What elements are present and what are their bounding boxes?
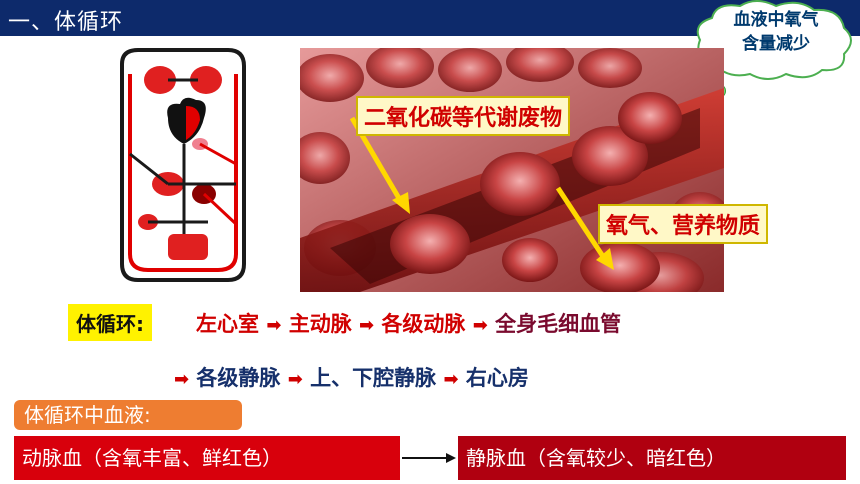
arrow-icon [402, 453, 456, 463]
arrow-icon: ➡ [472, 315, 488, 336]
flow-row-2: ➡ 各级静脉 ➡ 上、下腔静脉 ➡ 右心房 [174, 362, 529, 392]
blood-vessel-photo [300, 48, 724, 292]
cloud-line-2: 含量减少 [742, 34, 810, 54]
thought-cloud [696, 0, 852, 80]
flow-label: 体循环: [68, 304, 152, 341]
blood-tag: 体循环中血液: [14, 400, 242, 430]
flow-step: 全身毛细血管 [495, 312, 622, 336]
flow-step: 左心室 [196, 312, 259, 336]
flow-step: 上、下腔静脉 [310, 366, 437, 390]
arterial-blood-box: 动脉血（含氧丰富、鲜红色） [14, 436, 400, 480]
arrow-icon: ➡ [287, 369, 303, 390]
venous-blood-box: 静脉血（含氧较少、暗红色） [458, 436, 846, 480]
flow-step: 右心房 [465, 366, 529, 390]
arrow-icon: ➡ [174, 369, 190, 390]
slide-title: 一、体循环 [8, 10, 124, 35]
flow-step: 主动脉 [288, 312, 352, 336]
arrow-icon: ➡ [359, 315, 375, 336]
label-co2-waste: 二氧化碳等代谢废物 [356, 96, 571, 136]
circulation-diagram [108, 44, 258, 286]
arrow-icon: ➡ [443, 369, 459, 390]
cloud-text: 血液中氧气 含量减少 [706, 8, 846, 56]
flow-row-1: 左心室 ➡ 主动脉 ➡ 各级动脉 ➡ 全身毛细血管 [196, 308, 621, 338]
cloud-line-1: 血液中氧气 [733, 10, 819, 30]
arrow-icon: ➡ [266, 315, 282, 336]
flow-step: 各级静脉 [196, 366, 281, 390]
label-oxygen-nutrients: 氧气、营养物质 [598, 204, 769, 244]
flow-step: 各级动脉 [381, 312, 466, 336]
